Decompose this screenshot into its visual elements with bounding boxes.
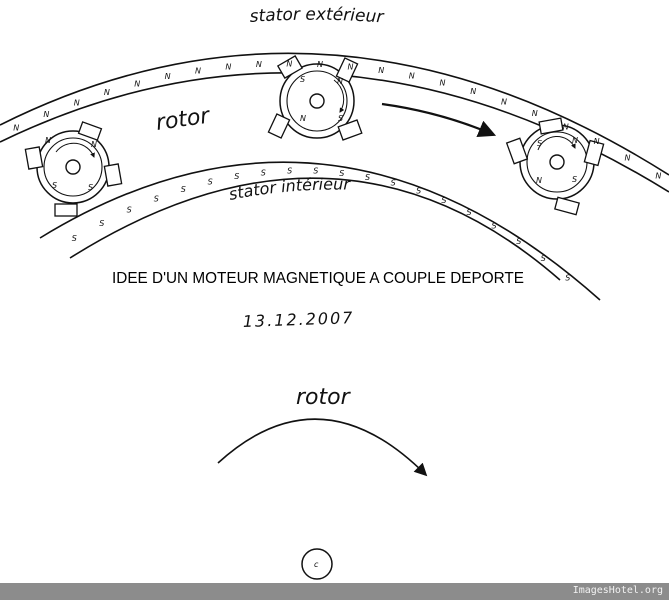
rotor-south-pole-letter: S (52, 181, 57, 190)
south-pole-letter: S (127, 206, 132, 215)
south-pole-letter: S (416, 187, 421, 196)
south-pole-letter: S (261, 168, 266, 177)
north-pole-letter: N (134, 79, 140, 88)
rotor-middle (267, 55, 363, 141)
south-pole-letter: S (441, 196, 446, 205)
south-pole-letter: S (391, 179, 396, 188)
south-pole-letter: S (467, 208, 472, 217)
stator-outer-label: stator extérieur (249, 5, 385, 28)
diagram-title: IDEE D'UN MOTEUR MAGNETIQUE A COUPLE DEP… (112, 270, 524, 287)
center-mark: c (314, 560, 319, 569)
rotor-south-pole-letter: S (300, 75, 305, 84)
rotor-north-pole-letter: N (572, 136, 578, 145)
north-pole-letter: N (256, 60, 262, 69)
south-pole-letter: S (287, 167, 292, 176)
south-pole-letter: S (99, 219, 104, 228)
north-pole-letter: N (104, 88, 110, 97)
north-pole-letter: N (655, 172, 661, 181)
north-pole-letter: N (13, 124, 19, 133)
rotor-north-pole-letter: N (91, 140, 97, 149)
watermark-bar: ImagesHotel.org (0, 583, 669, 600)
north-pole-letter: N (470, 87, 476, 96)
rotor-left (24, 121, 123, 217)
inner-stator-arc-inner (69, 177, 561, 281)
north-pole-letter: N (74, 98, 80, 107)
south-pole-letter: S (234, 172, 239, 181)
north-pole-letter: N (532, 109, 538, 118)
south-pole-letter: S (492, 221, 497, 230)
south-pole-letter: S (72, 234, 77, 243)
rotor-south-pole-letter: S (338, 114, 343, 123)
rotor-south-pole-letter: S (537, 139, 542, 148)
south-pole-letter: S (516, 237, 521, 246)
north-pole-letter: N (286, 59, 292, 68)
center-circle (301, 548, 333, 580)
south-pole-letter: S (181, 185, 186, 194)
south-pole-letter: S (313, 167, 318, 176)
north-pole-letter: N (348, 62, 354, 71)
rotor-label-lower: rotor (296, 385, 352, 410)
north-pole-letter: N (378, 66, 384, 75)
north-pole-letter: N (501, 97, 507, 106)
outer-stator-arc-outer (0, 52, 669, 176)
north-pole-letter: N (409, 72, 415, 81)
north-pole-letter: N (195, 67, 201, 76)
rotor-north-pole-letter: N (536, 176, 542, 185)
inner-stator-arc-outer (39, 161, 601, 301)
north-pole-letter: N (43, 110, 49, 119)
rotor-north-pole-letter: N (337, 77, 343, 86)
rotor-label-upper: rotor (154, 103, 213, 135)
south-pole-letter: S (154, 194, 159, 203)
rotor-north-pole-letter: N (300, 114, 306, 123)
north-pole-letter: N (165, 72, 171, 81)
lower-rotation-arrow (217, 418, 428, 477)
south-pole-letter: S (565, 273, 570, 282)
diagram-date: 13.12.2007 (242, 308, 354, 331)
south-pole-letter: S (365, 173, 370, 182)
rotor-north-pole-letter: N (45, 136, 51, 145)
south-pole-letter: S (339, 169, 344, 178)
north-pole-letter: N (563, 122, 569, 131)
watermark-text: ImagesHotel.org (572, 585, 663, 596)
rotor-right (505, 117, 605, 216)
north-pole-letter: N (625, 154, 631, 163)
rotor-south-pole-letter: S (572, 175, 577, 184)
stator-inner-label: stator intérieur (227, 174, 351, 203)
south-pole-letter: S (208, 178, 213, 187)
north-pole-letter: N (225, 63, 231, 72)
north-pole-letter: N (594, 137, 600, 146)
north-pole-letter: N (317, 60, 323, 69)
north-pole-letter: N (440, 79, 446, 88)
motion-arrow (381, 102, 497, 137)
south-pole-letter: S (541, 254, 546, 263)
rotor-south-pole-letter: S (88, 183, 93, 192)
